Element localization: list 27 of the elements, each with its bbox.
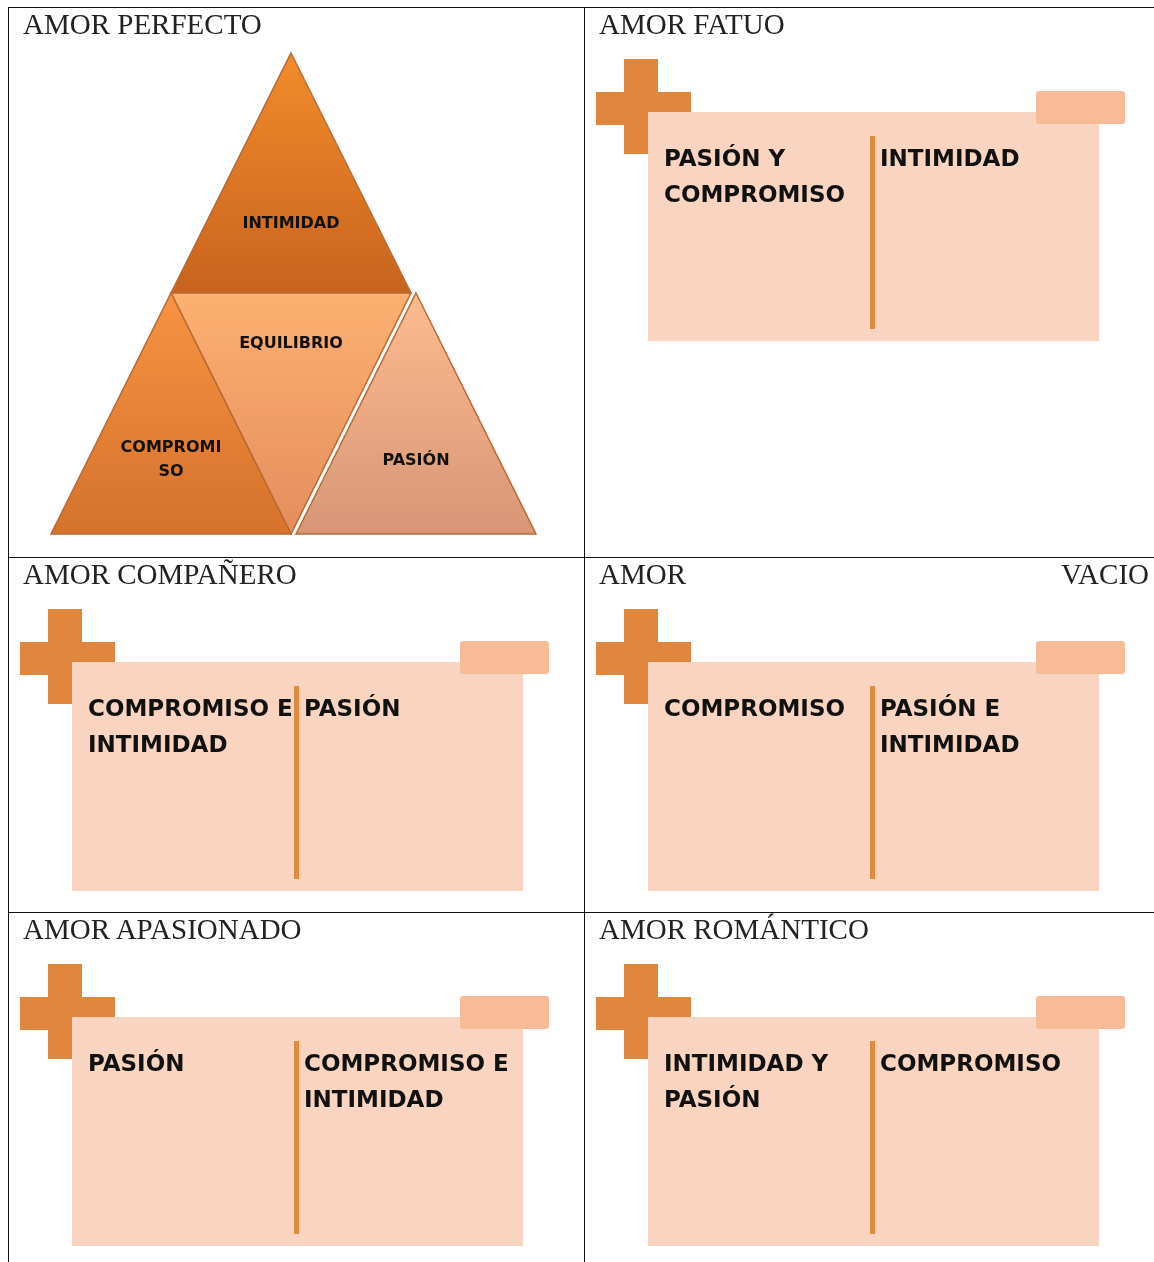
cell-heading: AMOR VACIO	[599, 558, 1149, 591]
cell-heading: AMOR FATUO	[599, 8, 785, 41]
cell-heading: AMOR COMPAÑERO	[23, 558, 297, 591]
column-text: COMPROMISO E INTIMIDAD	[88, 694, 293, 759]
column-text: INTIMIDAD	[880, 144, 1021, 173]
column-text: PASIÓN	[304, 693, 402, 723]
card	[648, 1017, 1099, 1246]
triangle-segment	[171, 53, 411, 293]
cell-heading: AMOR ROMÁNTICO	[599, 913, 869, 946]
segment-label: EQUILIBRIO	[238, 332, 344, 354]
card	[648, 112, 1099, 341]
segment-label: INTIMIDAD	[241, 212, 341, 234]
card	[72, 662, 523, 891]
column-text: INTIMIDAD Y PASIÓN	[664, 1049, 830, 1114]
segment-label: PASIÓN	[381, 449, 451, 471]
column-text: PASIÓN	[88, 1048, 186, 1078]
card	[72, 1017, 523, 1246]
column-text: PASIÓN Y COMPROMISO	[664, 143, 846, 209]
column-text: COMPROMISO	[880, 1049, 1062, 1078]
card	[648, 662, 1099, 891]
cell-heading: AMOR PERFECTO	[23, 8, 262, 41]
cell-heading: AMOR APASIONADO	[23, 913, 302, 946]
table-cell	[8, 7, 585, 558]
column-text: COMPROMISO	[664, 694, 846, 723]
column-text: COMPROMISO E INTIMIDAD	[304, 1049, 510, 1114]
column-text: PASIÓN E INTIMIDAD	[880, 693, 1021, 759]
segment-label: COMPROMI SO	[119, 436, 223, 482]
